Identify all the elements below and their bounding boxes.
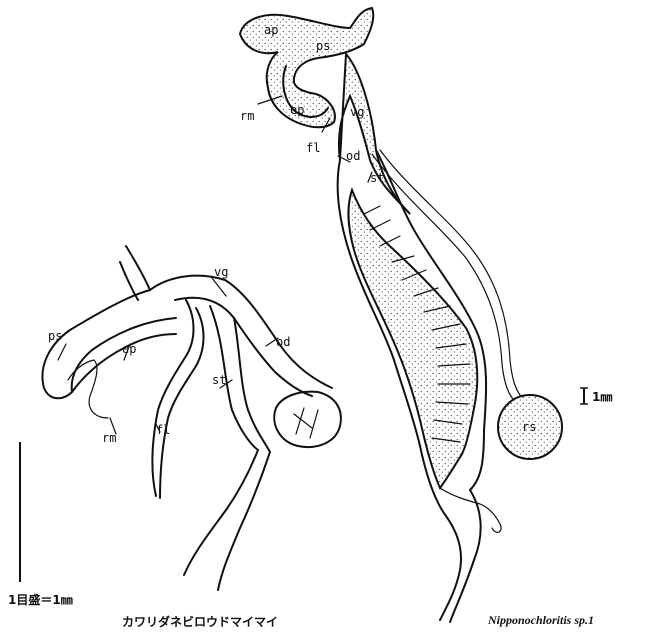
right-label-fl: fl: [306, 141, 320, 155]
left-label-ep: ep: [122, 342, 136, 356]
left-label-st: st: [212, 373, 226, 387]
left-vagina-inner: [175, 298, 312, 396]
left-spermatheca: [274, 392, 341, 447]
right-scale-text: 1㎜: [592, 390, 612, 404]
left-scale-bar: 1目盛＝1㎜: [8, 442, 73, 607]
right-caption: Nipponochloritis sp.1: [487, 613, 594, 627]
left-scale-text: 1目盛＝1㎜: [8, 592, 73, 607]
left-specimen-drawing: vg ps ep od st rm fl: [42, 246, 340, 590]
left-label-vg: vg: [214, 265, 228, 279]
left-spermatheca-lines: [294, 408, 318, 438]
left-flagellum: [152, 300, 193, 496]
right-label-ps: ps: [316, 39, 330, 53]
right-scale-bar: 1㎜: [580, 388, 612, 404]
left-label-od: od: [276, 335, 290, 349]
right-label-st: st: [370, 171, 384, 185]
right-label-ep: ep: [290, 103, 304, 117]
right-label-od: od: [346, 149, 360, 163]
left-label-rm: rm: [102, 431, 116, 445]
right-vagina: [339, 54, 410, 214]
right-label-ap: ap: [264, 23, 278, 37]
left-stomach: [184, 306, 258, 575]
left-flagellum-inner: [160, 308, 204, 498]
left-penis-sheath: [42, 290, 176, 398]
right-label-vg: vg: [350, 105, 364, 119]
right-specimen-drawing: ap ps ep rm vg fl od st rs: [240, 8, 562, 622]
left-label-fl: fl: [156, 423, 170, 437]
right-uterus-inner: [348, 190, 477, 488]
left-caption: カワリダネビロウドマイマイ: [122, 614, 278, 629]
right-label-rs: rs: [522, 420, 536, 434]
left-stomach-right: [218, 318, 270, 590]
left-label-ps: ps: [48, 329, 62, 343]
right-tail: [440, 488, 501, 532]
right-label-rm: rm: [240, 109, 254, 123]
